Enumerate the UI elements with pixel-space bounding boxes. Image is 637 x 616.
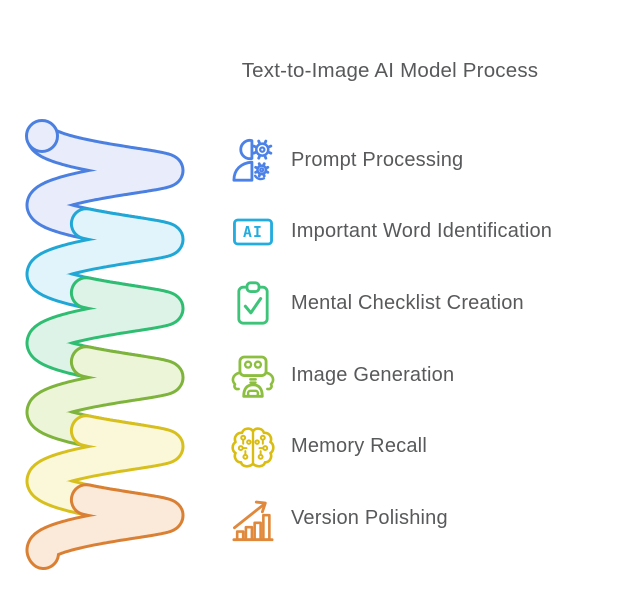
step-label: Mental Checklist Creation bbox=[291, 291, 524, 314]
list-item: Image Generation bbox=[227, 349, 627, 401]
step-label: Important Word Identification bbox=[291, 220, 553, 243]
step-label: Version Polishing bbox=[291, 507, 448, 529]
step-label: Image Generation bbox=[291, 363, 455, 386]
robot-icon bbox=[231, 355, 275, 398]
list-item: AI Important Word Identification bbox=[227, 206, 627, 258]
step-icon-box bbox=[227, 349, 279, 401]
spiral-coil-graphic bbox=[25, 119, 185, 570]
list-item: Memory Recall bbox=[227, 421, 627, 473]
step-icon-box bbox=[227, 493, 279, 545]
list-item: Mental Checklist Creation bbox=[227, 277, 627, 329]
svg-text:AI: AI bbox=[243, 224, 263, 241]
coil-turn-orange bbox=[25, 483, 185, 570]
coil-turn-cyan bbox=[25, 207, 185, 319]
list-item: Version Polishing bbox=[227, 493, 627, 545]
coil-turn-blue bbox=[25, 119, 185, 250]
coil-end-cap bbox=[25, 119, 59, 153]
coil-turn-yellow bbox=[25, 414, 185, 526]
step-icon-box bbox=[227, 277, 279, 329]
coil-turn-yellowgreen bbox=[25, 345, 185, 457]
step-icon-box bbox=[227, 421, 279, 473]
clipboard-check-icon bbox=[237, 281, 269, 325]
page-title: Text-to-Image AI Model Process bbox=[241, 59, 539, 82]
step-label: Memory Recall bbox=[291, 435, 427, 458]
coil-turn-green bbox=[25, 276, 185, 388]
step-icon-box: AI bbox=[227, 206, 279, 258]
step-icon-box bbox=[227, 134, 279, 186]
user-gears-icon bbox=[232, 138, 273, 182]
growth-chart-icon bbox=[232, 500, 274, 541]
list-item: Prompt Processing bbox=[227, 134, 627, 186]
ai-badge-icon: AI bbox=[233, 218, 273, 246]
step-label: Prompt Processing bbox=[291, 148, 464, 171]
brain-circuit-icon bbox=[231, 427, 275, 468]
